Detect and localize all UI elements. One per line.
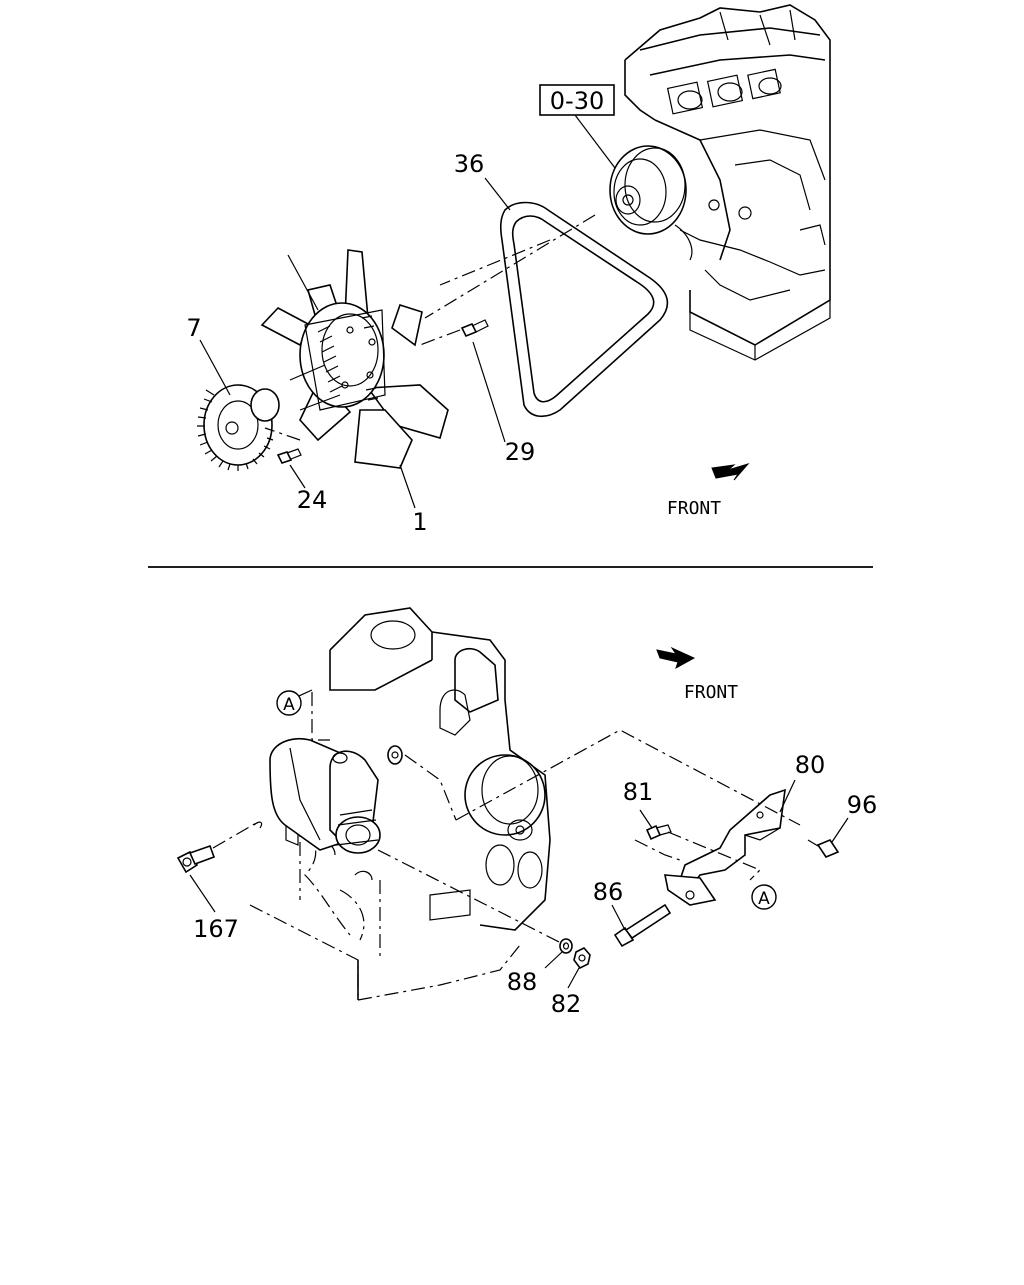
callout-29: 29 — [505, 438, 536, 466]
reference-box-label: 0-30 — [550, 87, 604, 115]
bolt-96 — [807, 839, 840, 858]
callout-7: 7 — [186, 314, 201, 342]
engine-block-upper — [624, 4, 831, 361]
bolt-81 — [645, 824, 672, 841]
callout-36: 36 — [454, 150, 485, 178]
callout-80: 80 — [795, 751, 826, 779]
connector-letter-left: A — [283, 695, 295, 715]
front-label-upper: FRONT — [667, 498, 721, 519]
connector-marker-a-right — [751, 884, 777, 910]
bolt-167 — [176, 844, 216, 874]
water-pump — [269, 738, 403, 854]
fan-belt — [499, 201, 669, 418]
fan-clutch — [197, 384, 280, 471]
washer-88 — [559, 938, 573, 954]
lower-view: A A 80 81 96 86 167 88 82 FRONT — [176, 607, 878, 1018]
connector-marker-a-left — [276, 690, 302, 716]
connector-letter-right: A — [758, 889, 770, 909]
crankshaft-pulley — [609, 145, 687, 235]
callout-86: 86 — [593, 878, 624, 906]
front-label-lower: FRONT — [684, 682, 738, 703]
front-arrow-icon — [711, 463, 750, 481]
callout-96: 96 — [847, 791, 878, 819]
callout-1: 1 — [412, 508, 427, 536]
callout-167: 167 — [193, 915, 239, 943]
bracket-assembly — [664, 788, 786, 906]
nut-82 — [573, 947, 591, 970]
cooling-fan — [260, 249, 449, 469]
callout-24: 24 — [297, 486, 328, 514]
callout-88: 88 — [507, 968, 538, 996]
callout-82: 82 — [551, 990, 582, 1018]
reference-box — [539, 84, 615, 116]
front-arrow-icon — [656, 646, 696, 670]
bolt-86 — [613, 903, 672, 948]
bolt-24 — [276, 448, 302, 464]
callout-81: 81 — [623, 778, 654, 806]
upper-view: 0-30 36 7 29 24 1 FRONT — [186, 4, 831, 536]
bolt-29 — [460, 319, 489, 338]
engine-block-lower — [249, 607, 551, 1001]
